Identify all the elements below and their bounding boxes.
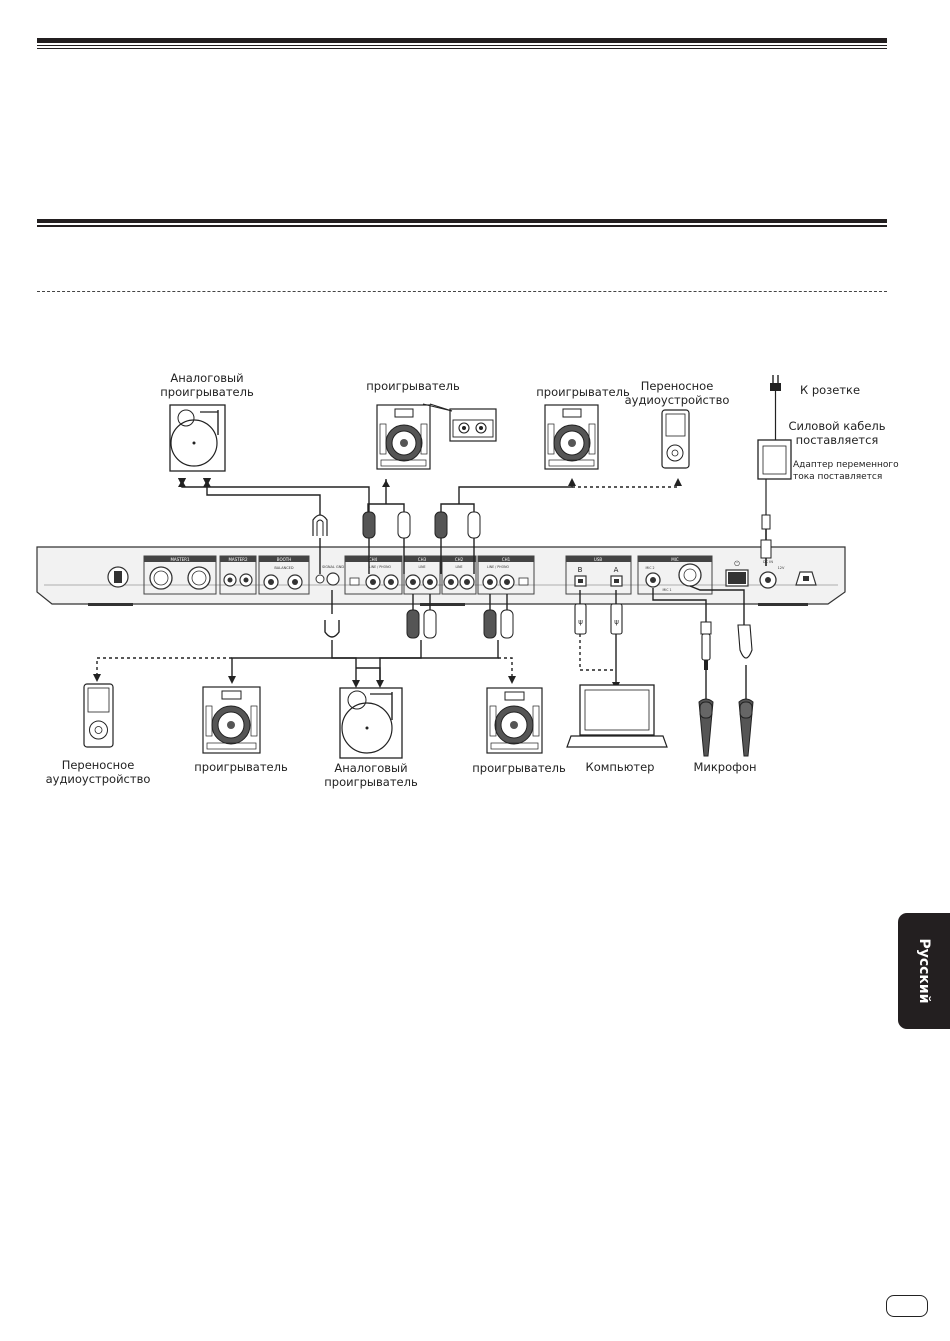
portable-player-bottom bbox=[83, 683, 114, 748]
mic-plugs bbox=[700, 621, 753, 670]
panel-label-usb-b: B bbox=[578, 566, 583, 574]
portable-player-top bbox=[661, 409, 690, 469]
label-computer: Компьютер bbox=[585, 760, 655, 774]
panel-label-ch2: CH2 bbox=[455, 557, 464, 562]
top-header-rule bbox=[37, 38, 887, 50]
panel-label-mic1: MIC 1 bbox=[663, 588, 672, 592]
panel-label-booth: BOOTH bbox=[277, 557, 291, 562]
label-analog-turntable-bottom: Аналоговый проигрыватель bbox=[324, 761, 418, 789]
analog-turntable-top bbox=[169, 404, 226, 472]
microphone-icons bbox=[698, 698, 754, 757]
cd-player-bottom-right bbox=[486, 687, 543, 754]
panel-label-ch1-line-phono: LINE / PHONO bbox=[487, 565, 509, 569]
panel-label-mic2: MIC 2 bbox=[646, 566, 655, 570]
svg-text:ψ: ψ bbox=[614, 618, 619, 626]
panel-label-master2: MASTER2 bbox=[228, 557, 247, 562]
panel-label-ch2-line: LINE bbox=[455, 565, 462, 569]
analog-turntable-bottom bbox=[339, 687, 403, 759]
section-header-rule bbox=[37, 219, 887, 229]
label-analog-turntable-top: Аналоговый проигрыватель bbox=[160, 371, 254, 399]
panel-label-ch3-line: LINE bbox=[418, 565, 425, 569]
mixer-rear-panel: MASTER1 MASTER2 BOOTH BALANCED SIGNAL GN… bbox=[36, 546, 846, 606]
cd-player-bottom-left bbox=[202, 686, 261, 754]
label-portable-top: Переносное аудиоустройство bbox=[624, 379, 730, 407]
usb-plugs: ψ ψ bbox=[574, 603, 623, 635]
language-tab: Русский bbox=[898, 913, 950, 1029]
cd-player-top-right bbox=[544, 404, 599, 470]
panel-label-ch3: CH3 bbox=[418, 557, 427, 562]
laptop-icon bbox=[566, 684, 668, 748]
rca-plugs-top bbox=[312, 511, 481, 539]
label-microphone: Микрофон bbox=[693, 760, 757, 774]
panel-label-dc-volt: 12V bbox=[778, 566, 785, 570]
panel-label-ch1: CH1 bbox=[502, 557, 511, 562]
label-portable-bottom: Переносное аудиоустройство bbox=[45, 758, 151, 786]
dashed-separator bbox=[37, 291, 887, 292]
page-number-badge bbox=[886, 1295, 928, 1317]
label-player-top-right: проигрыватель bbox=[536, 385, 630, 399]
mic1-combo-jack-icon bbox=[678, 563, 702, 587]
label-to-outlet: К розетке bbox=[800, 383, 861, 397]
panel-label-signal-gnd: SIGNAL GND bbox=[322, 565, 344, 569]
panel-label-usb: USB bbox=[594, 557, 602, 562]
panel-label-ch4-line-phono: LINE / PHONO bbox=[369, 565, 391, 569]
power-plug-icon bbox=[770, 375, 781, 440]
dc-plug-icon bbox=[760, 539, 772, 559]
label-player-top-center: проигрыватель bbox=[366, 379, 460, 393]
panel-label-balanced: BALANCED bbox=[274, 566, 293, 570]
bottom-cables bbox=[96, 585, 747, 700]
panel-label-ch4: CH4 bbox=[369, 557, 378, 562]
label-ac-adapter: Адаптер переменного тока поставляется bbox=[793, 460, 899, 482]
panel-label-mic: MIC bbox=[671, 557, 679, 562]
language-tab-label: Русский bbox=[916, 938, 932, 1004]
panel-label-master: MASTER1 bbox=[170, 557, 189, 562]
svg-text:ψ: ψ bbox=[578, 618, 583, 626]
panel-label-usb-a: A bbox=[614, 566, 619, 574]
label-player-bottom-left: проигрыватель bbox=[194, 760, 288, 774]
power-symbol-icon: ⏻ bbox=[734, 560, 740, 568]
label-power-cable: Силовой кабель поставляется bbox=[788, 419, 886, 447]
panel-label-dc-in: DC IN bbox=[763, 560, 773, 564]
rca-output-inset bbox=[449, 408, 497, 442]
master-xlr-right-icon bbox=[187, 566, 211, 590]
cd-player-top-center bbox=[376, 404, 431, 470]
master-xlr-left-icon bbox=[149, 566, 173, 590]
rca-plugs-bottom bbox=[406, 609, 514, 639]
label-player-bottom-right: проигрыватель bbox=[472, 761, 566, 775]
